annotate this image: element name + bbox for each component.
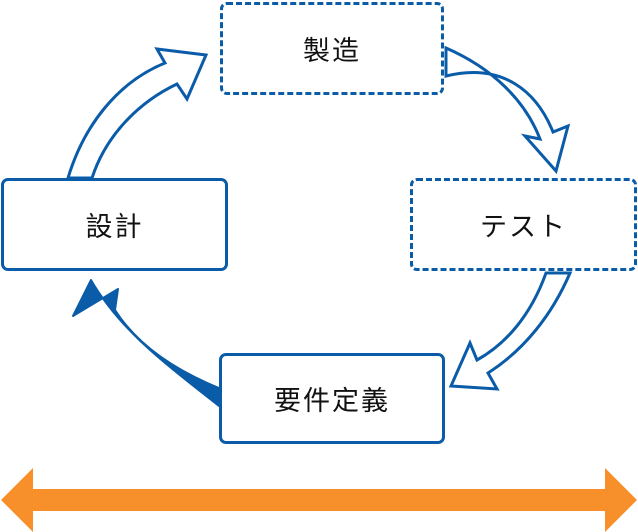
arrow-test-to-youken [448,271,573,391]
arrow-youken-to-sekkei [72,279,220,407]
arrow-seizo-to-test [444,45,571,175]
arrow-sekkei-to-seizo [65,47,209,180]
node-seizo-label: 製造 [303,36,361,67]
orange-double-arrow [1,468,637,532]
node-youken-label: 要件定義 [274,386,390,417]
node-sekkei: 設計 [1,178,228,271]
node-sekkei-label: 設計 [85,212,144,243]
node-youken: 要件定義 [219,353,445,444]
node-seizo: 製造 [220,2,444,95]
node-test-label: テスト [480,212,567,243]
node-test: テスト [410,178,637,271]
